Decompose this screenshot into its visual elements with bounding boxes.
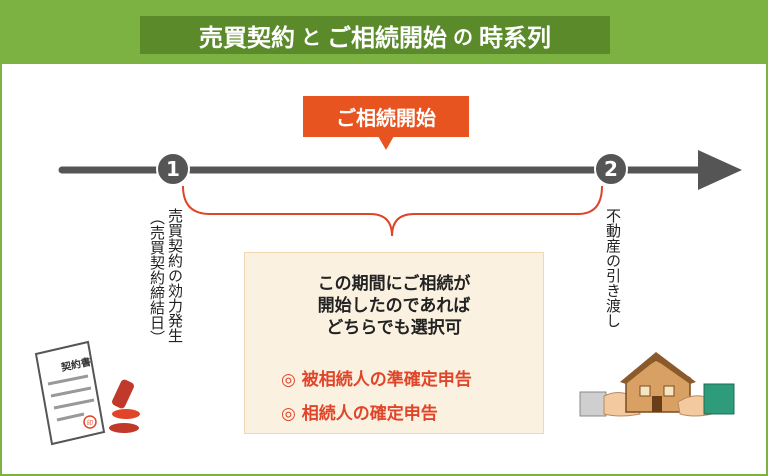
header-bar: 売買契約 と ご相続開始 の 時系列	[2, 2, 766, 64]
title-connector-1: と	[301, 24, 321, 49]
info-line-1: この期間にご相続が	[317, 274, 471, 294]
marker-1: 1	[156, 152, 190, 186]
marker-2-label: 不動産の引き渡し	[604, 208, 622, 328]
info-line-2: 開始したのであれば	[317, 296, 471, 316]
hanko-stamp-icon	[109, 379, 140, 433]
marker-2: 2	[594, 152, 628, 186]
title-part-2: ご相続開始	[327, 23, 447, 52]
option-decedent-final-return: ◎ 被相続人の準確定申告	[281, 370, 472, 390]
callout-label: ご相続開始	[336, 106, 436, 130]
marker-2-number: 2	[604, 157, 618, 181]
house-handover-icon	[579, 352, 735, 417]
info-line-3: どちらでも選択可	[326, 318, 462, 338]
title-connector-2: の	[453, 24, 473, 49]
page-title: 売買契約 と ご相続開始 の 時系列	[140, 16, 610, 54]
marker-1-label: 売買契約の効力発生	[166, 208, 184, 343]
callout-pointer	[378, 136, 394, 150]
selection-info-box: この期間にご相続が 開始したのであれば どちらでも選択可 ◎ 被相続人の準確定申…	[244, 252, 544, 434]
marker-1-sublabel: （売買契約締結日）	[148, 210, 166, 345]
seal-mark-text: 印	[87, 420, 93, 427]
title-part-1: 売買契約	[199, 23, 295, 52]
title-part-3: 時系列	[479, 23, 551, 52]
period-brace	[182, 185, 603, 237]
marker-1-number: 1	[166, 157, 180, 181]
option-heir-final-return: ◎ 相続人の確定申告	[281, 404, 438, 424]
inheritance-start-callout: ご相続開始	[303, 96, 469, 137]
info-main-text: この期間にご相続が 開始したのであれば どちらでも選択可	[245, 273, 543, 339]
contract-document-icon: 契約書 印	[34, 340, 106, 446]
timeline-arrowhead	[698, 150, 742, 190]
